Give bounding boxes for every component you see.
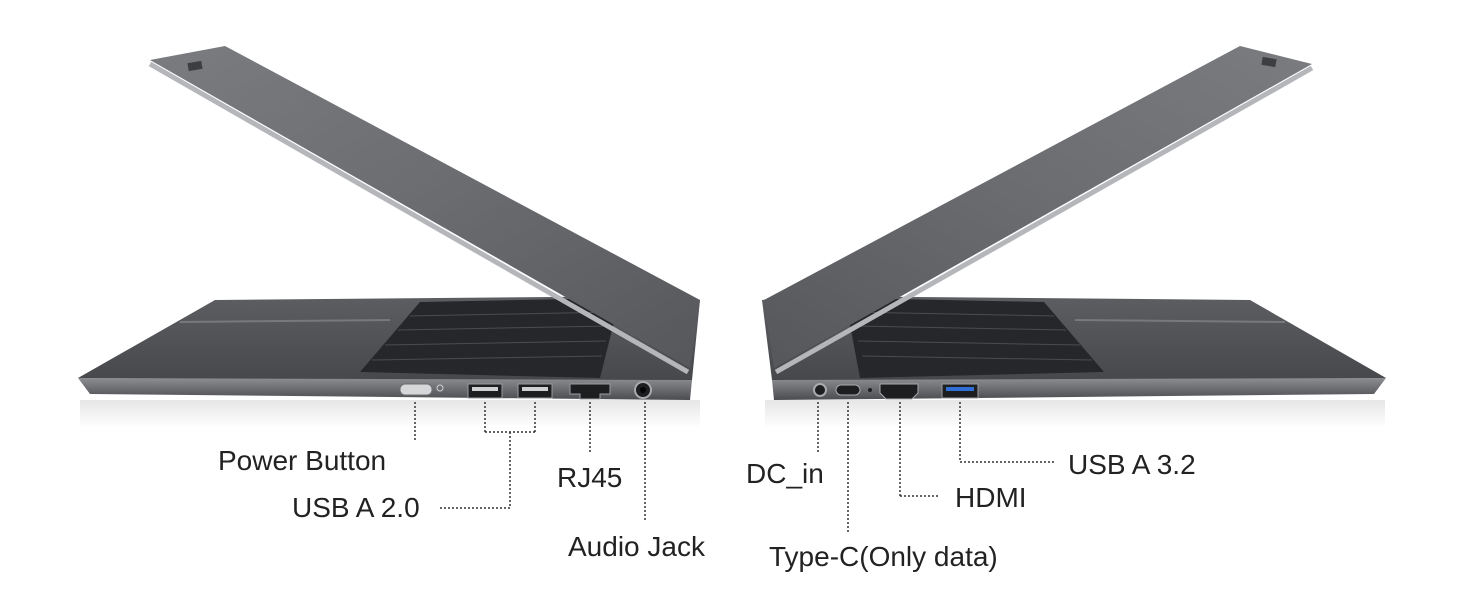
power-led	[436, 384, 444, 392]
leader-lines	[414, 402, 1055, 532]
left-laptop-shadow	[80, 400, 700, 428]
left-keyboard-keys	[371, 311, 615, 361]
left-lid-logo	[187, 60, 203, 72]
right-laptop	[762, 46, 1386, 428]
label-dc-in: DC_in	[746, 458, 824, 489]
power-button[interactable]	[399, 383, 433, 396]
label-hdmi: HDMI	[955, 482, 1027, 513]
audio-jack-hole	[640, 387, 646, 393]
rj45-port[interactable]	[569, 383, 611, 400]
right-laptop-edge	[772, 378, 1386, 400]
left-touchpad	[179, 319, 391, 323]
label-power-button: Power Button	[218, 445, 386, 476]
label-audio-jack: Audio Jack	[568, 531, 706, 562]
usb-a-20-port-2-tongue	[522, 387, 548, 391]
right-lid-logo	[1261, 56, 1277, 68]
label-rj45: RJ45	[557, 462, 622, 493]
right-laptop-shadow	[765, 400, 1385, 428]
right-laptop-lid	[764, 46, 1312, 368]
label-usb-a-32: USB A 3.2	[1068, 449, 1196, 480]
hdmi-port[interactable]	[879, 383, 919, 400]
right-keyboard	[845, 298, 1104, 378]
usb-a-20-port-1-tongue	[472, 387, 498, 391]
label-usb-a-20: USB A 2.0	[292, 492, 420, 523]
left-laptop	[78, 46, 700, 428]
usb-a-32-port-tongue	[946, 387, 974, 391]
type-c-port[interactable]	[835, 384, 861, 396]
left-laptop-lid	[150, 46, 700, 368]
dc-in-port[interactable]	[813, 383, 827, 397]
label-type-c: Type-C(Only data)	[769, 541, 998, 572]
left-lid-edge	[148, 61, 690, 375]
right-touchpad	[1074, 319, 1286, 323]
type-c-led	[868, 388, 872, 392]
right-lid-edge	[774, 65, 1314, 375]
left-keyboard	[360, 298, 620, 378]
